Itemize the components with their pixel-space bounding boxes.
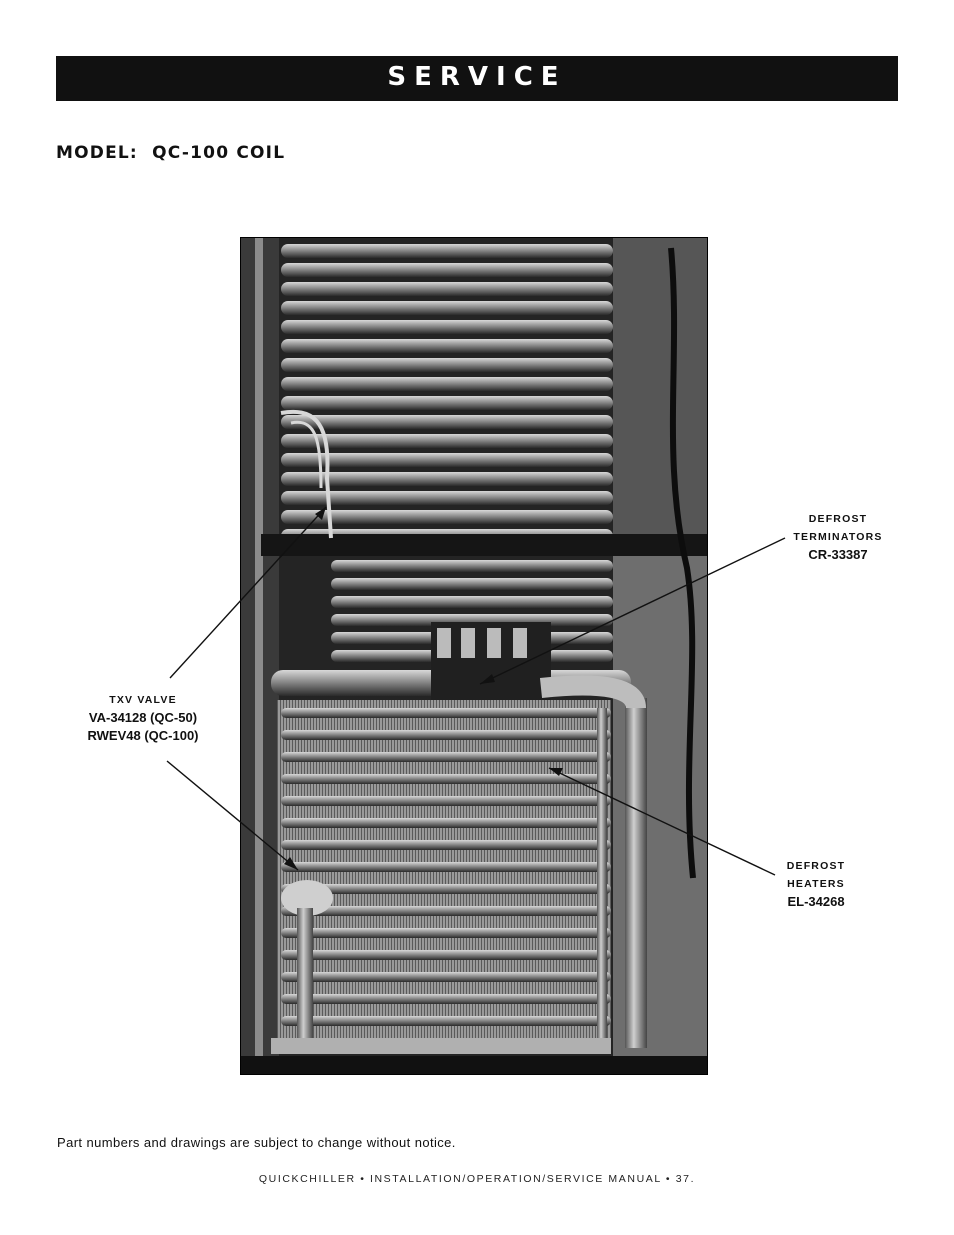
coil-tube	[281, 510, 613, 524]
callout-defrost-terminators-part: CR-33387	[808, 547, 868, 562]
coil-tube	[281, 358, 613, 372]
coil-tube	[281, 301, 613, 315]
coil-photo-drawing	[241, 238, 707, 1074]
coil-tube	[281, 950, 611, 960]
coil-tube	[331, 578, 613, 590]
callout-defrost-terminators-line1: DEFROST	[808, 513, 868, 525]
callout-txv-valve-line1: TXV VALVE	[109, 694, 177, 706]
callout-txv-valve-part1: VA-34128 (QC-50)	[88, 710, 198, 725]
page-footer: QUICKCHILLER • INSTALLATION/OPERATION/SE…	[258, 1173, 696, 1185]
section-banner: SERVICE	[56, 56, 898, 101]
callout-defrost-heaters: DEFROST HEATERS EL-34268	[751, 857, 881, 911]
coil-tube	[281, 320, 613, 334]
footnote: Part numbers and drawings are subject to…	[57, 1135, 456, 1150]
coil-tube	[281, 415, 613, 429]
coil-tube	[281, 1016, 611, 1026]
coil-tube	[281, 774, 611, 784]
callout-defrost-terminators: DEFROST TERMINATORS CR-33387	[773, 510, 903, 564]
coil-tube	[281, 434, 613, 448]
coil-tube	[281, 972, 611, 982]
coil-tube	[281, 906, 611, 916]
coil-tube	[281, 818, 611, 828]
coil-tube	[281, 282, 613, 296]
coil-tube	[281, 994, 611, 1004]
section-title: SERVICE	[387, 62, 567, 92]
coil-tube	[281, 752, 611, 762]
callout-txv-valve-part2: RWEV48 (QC-100)	[87, 728, 199, 743]
callout-defrost-heaters-part: EL-34268	[787, 894, 845, 909]
coil-tube	[281, 730, 611, 740]
callout-txv-valve: TXV VALVE VA-34128 (QC-50) RWEV48 (QC-10…	[58, 691, 228, 745]
coil-tube	[281, 244, 613, 258]
coil-tube	[281, 396, 613, 410]
coil-tube	[281, 796, 611, 806]
coil-tube	[281, 928, 611, 938]
coil-tube	[281, 708, 611, 718]
coil-photo	[240, 237, 708, 1075]
callout-defrost-heaters-line2: HEATERS	[787, 878, 845, 890]
coil-tube	[281, 453, 613, 467]
coil-tube	[281, 491, 613, 505]
coil-tube	[281, 884, 611, 894]
coil-tube	[281, 339, 613, 353]
coil-tube	[281, 377, 613, 391]
coil-tube	[281, 472, 613, 486]
coil-tube	[281, 263, 613, 277]
coil-tube	[331, 560, 613, 572]
coil-tube	[281, 862, 611, 872]
callout-defrost-terminators-line2: TERMINATORS	[793, 531, 883, 543]
model-heading: MODEL: QC-100 COIL	[56, 143, 286, 163]
callout-defrost-heaters-line1: DEFROST	[786, 860, 846, 872]
coil-tube	[281, 840, 611, 850]
coil-tube	[331, 596, 613, 608]
